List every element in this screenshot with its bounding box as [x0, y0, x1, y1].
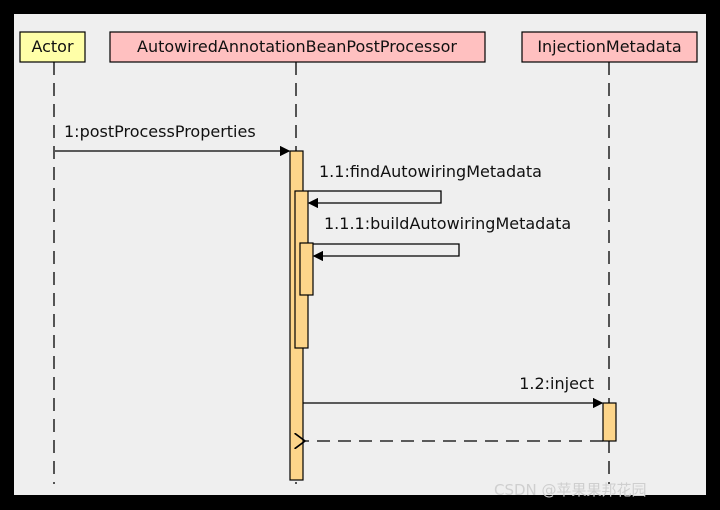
diagram-panel — [14, 14, 706, 495]
participant-label: Actor — [31, 37, 74, 56]
message-arrow-1-1 — [307, 190, 442, 209]
message-arrow-1-1-1 — [312, 243, 460, 262]
participant-injection-metadata[interactable]: InjectionMetadata — [521, 31, 698, 63]
message-label-1: 1:postProcessProperties — [64, 122, 256, 141]
participant-abpp[interactable]: AutowiredAnnotationBeanPostProcessor — [109, 31, 486, 63]
participant-label: AutowiredAnnotationBeanPostProcessor — [137, 37, 457, 56]
message-label-1-1: 1.1:findAutowiringMetadata — [319, 162, 542, 181]
participant-label: InjectionMetadata — [537, 37, 681, 56]
activation-abpp-build — [299, 242, 314, 296]
participant-actor[interactable]: Actor — [19, 31, 86, 63]
message-label-1-1-1: 1.1.1:buildAutowiringMetadata — [324, 214, 571, 233]
message-label-1-2: 1.2:inject — [519, 374, 594, 393]
activation-injection-metadata — [602, 402, 617, 442]
watermark: CSDN @苹果果邦花园 — [494, 481, 647, 499]
